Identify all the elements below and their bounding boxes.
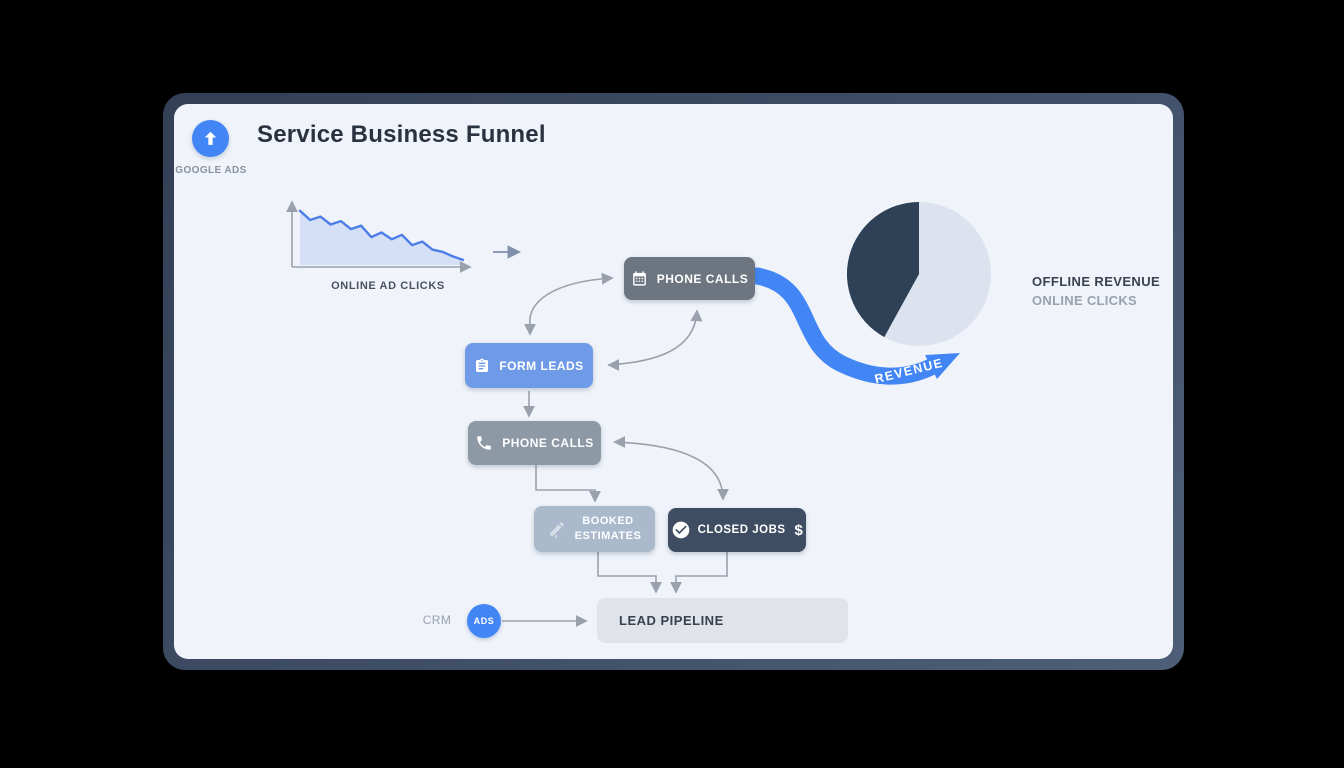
node-booked-estimates: BOOKED ESTIMATES	[534, 506, 655, 552]
online-clicks-label: ONLINE CLICKS	[1032, 293, 1138, 308]
sparkline-line	[298, 209, 465, 262]
connector-phonecallsmid-closedjobs	[613, 441, 729, 501]
dollar-sign: $	[794, 521, 804, 539]
connector-phonecallsmid-booked	[535, 465, 601, 503]
ads-badge: ADS	[467, 604, 501, 638]
sparkline-area	[300, 210, 463, 265]
node-label: FORM LEADS	[499, 358, 584, 373]
node-phone-calls-top: PHONE CALLS	[624, 257, 755, 300]
node-phone-calls-mid: PHONE CALLS	[468, 421, 601, 465]
revenue-ribbon-path	[748, 267, 940, 385]
clipboard-icon	[474, 357, 490, 375]
node-label-line1: BOOKED	[582, 515, 634, 528]
online-ad-clicks-label: ONLINE AD CLICKS	[331, 280, 445, 292]
node-label-line2: ESTIMATES	[574, 530, 642, 542]
pie-slice-online-clicks	[847, 202, 991, 346]
connector-formleads-phonecallstop	[529, 272, 614, 327]
node-closed-jobs: CLOSED JOBS $	[668, 508, 806, 552]
connector-closedjobs-leadpipeline	[670, 552, 728, 594]
revenue-pie-chart	[846, 202, 991, 346]
estimate-icon	[548, 519, 566, 539]
connector-booked-leadpipeline	[597, 552, 662, 594]
check-circle-icon	[671, 520, 691, 540]
offline-revenue-label: OFFLINE REVENUE	[1032, 274, 1161, 289]
ads-badge-label: ADS	[473, 616, 495, 626]
node-label: BOOKED ESTIMATES	[575, 514, 642, 544]
diagram-canvas	[286, 200, 991, 627]
page-title: Service Business Funnel	[257, 121, 546, 148]
pie-slice-offline-revenue	[846, 202, 919, 338]
node-label: PHONE CALLS	[502, 436, 594, 450]
google-ads-badge	[192, 120, 229, 157]
connector-formleads-phonecallstop-bottom	[607, 309, 703, 366]
up-arrow-icon	[201, 129, 220, 148]
node-label: CLOSED JOBS	[697, 524, 786, 536]
funnel-card-inner: GOOGLE ADS Service Business Funnel ONLIN…	[174, 104, 1173, 659]
calendar-icon	[631, 270, 648, 287]
google-ads-label: GOOGLE ADS	[175, 165, 247, 176]
node-label: LEAD PIPELINE	[619, 613, 724, 628]
online-ad-clicks-chart	[286, 200, 472, 273]
node-lead-pipeline: LEAD PIPELINE	[597, 598, 848, 643]
crm-label: CRM	[422, 613, 452, 627]
funnel-card: GOOGLE ADS Service Business Funnel ONLIN…	[163, 93, 1184, 670]
revenue-ribbon-label: REVENUE	[873, 355, 945, 387]
node-form-leads: FORM LEADS	[465, 343, 593, 388]
node-label: PHONE CALLS	[656, 271, 749, 286]
phone-icon	[475, 434, 493, 452]
